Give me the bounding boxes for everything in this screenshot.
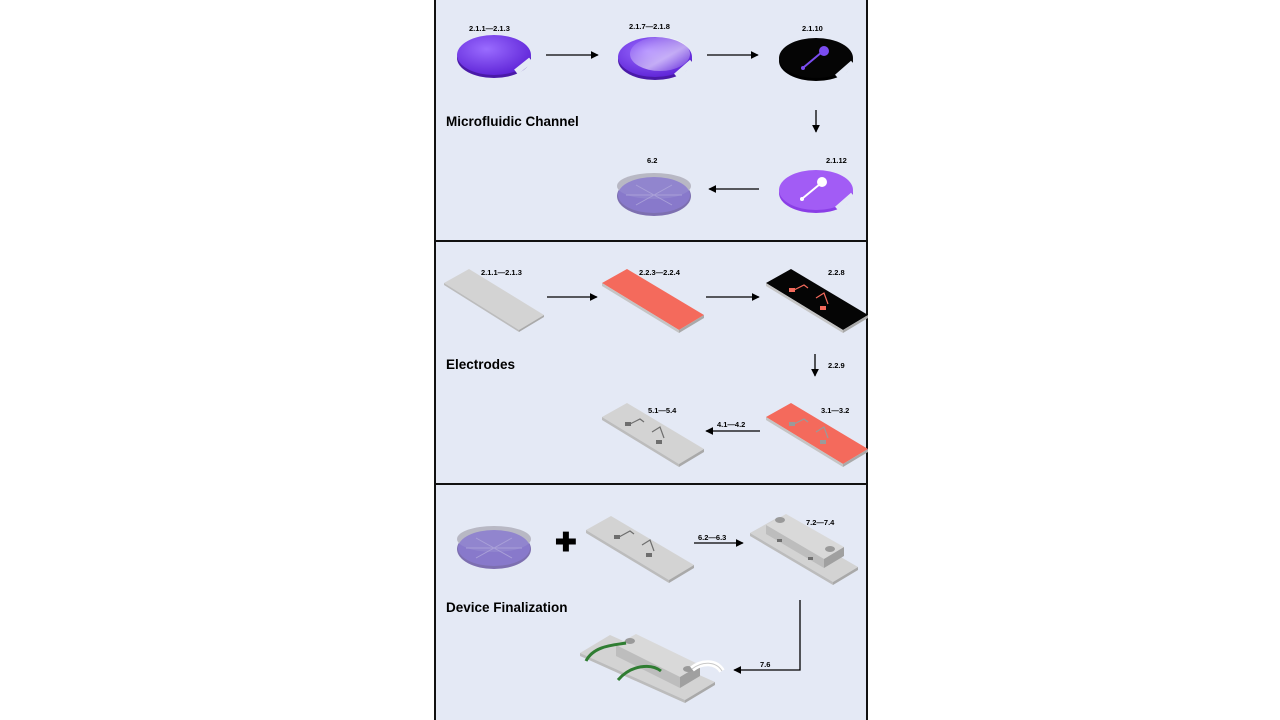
step-label: 2.1.7—2.1.8 bbox=[629, 22, 670, 31]
microfluidic-process-illustration bbox=[457, 35, 855, 216]
panel-electrodes: Electrodes 2.1.1—2.1.3 2.2.3—2.2.4 2.2.8… bbox=[434, 242, 868, 485]
section-title: Electrodes bbox=[446, 357, 516, 372]
pdms-mold-wafer bbox=[617, 173, 691, 216]
electrode-slide bbox=[586, 516, 694, 583]
pdms-mold-wafer bbox=[457, 526, 531, 569]
purple-wafer bbox=[457, 35, 533, 78]
step-label: 2.1.12 bbox=[826, 156, 847, 165]
step-label: 2.2.3—2.2.4 bbox=[639, 268, 680, 277]
step-label: 7.6 bbox=[760, 660, 771, 669]
step-label: 5.1—5.4 bbox=[648, 406, 677, 415]
section-title: Microfluidic Channel bbox=[446, 114, 579, 129]
step-label: 2.2.8 bbox=[828, 268, 845, 277]
masked-slide bbox=[766, 269, 868, 333]
finished-device bbox=[580, 634, 725, 703]
finalization-process-illustration bbox=[457, 514, 858, 703]
step-label: 4.1—4.2 bbox=[717, 420, 746, 429]
step-label: 2.2.9 bbox=[828, 361, 845, 370]
bonded-device bbox=[750, 514, 858, 585]
step-label: 6.2 bbox=[647, 156, 658, 165]
step-label: 6.2—6.3 bbox=[698, 533, 727, 542]
coated-wafer bbox=[618, 37, 694, 80]
arrow-down-left bbox=[733, 600, 801, 674]
panel-microfluidic-channel: Microfluidic Channel 2.1.1—2.1.3 2.1.7—2… bbox=[434, 0, 868, 242]
developed-wafer bbox=[779, 170, 855, 213]
electrode-slide bbox=[602, 403, 704, 467]
panel-device-finalization: Device Finalization 6.2—6.3 7.2—7.4 7.6 … bbox=[434, 485, 868, 720]
plus-icon: ✚ bbox=[555, 527, 577, 557]
glass-slide bbox=[444, 269, 544, 332]
developed-slide bbox=[766, 403, 868, 467]
step-label: 2.1.1—2.1.3 bbox=[481, 268, 522, 277]
step-label: 2.1.1—2.1.3 bbox=[469, 24, 510, 33]
section-title: Device Finalization bbox=[446, 600, 568, 615]
coated-slide bbox=[602, 269, 704, 333]
electrode-process-illustration bbox=[444, 269, 868, 467]
step-label: 2.1.10 bbox=[802, 24, 823, 33]
step-label: 3.1—3.2 bbox=[821, 406, 850, 415]
masked-wafer bbox=[779, 38, 855, 81]
step-label: 7.2—7.4 bbox=[806, 518, 835, 527]
